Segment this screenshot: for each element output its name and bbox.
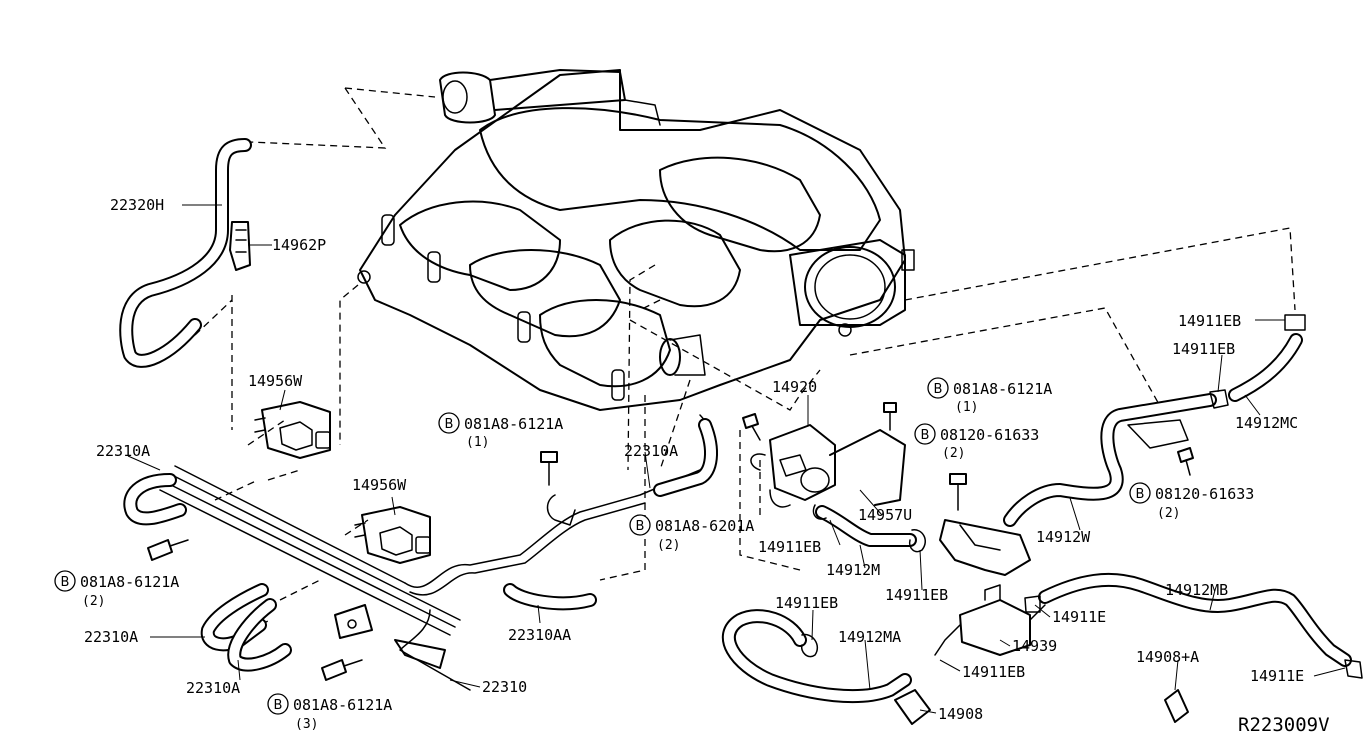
svg-text:081A8-6121A: 081A8-6121A — [80, 573, 179, 591]
bolt-callout-2: B 081A8-6121A (2) — [54, 570, 179, 609]
connector-14962p — [229, 221, 251, 271]
svg-text:B: B — [1136, 487, 1145, 502]
svg-text:B: B — [61, 575, 70, 590]
solenoid-valve-a — [254, 401, 331, 459]
callout-14956w-a: 14956W — [248, 372, 303, 390]
svg-text:08120-61633: 08120-61633 — [940, 426, 1039, 444]
hose-14912mc — [1209, 314, 1306, 409]
clip-14908a — [1164, 689, 1189, 723]
bolt-icons — [147, 402, 1194, 681]
callout-22310aa: 22310AA — [508, 626, 571, 644]
callout-14956w-b: 14956W — [352, 476, 407, 494]
svg-text:081A8-6121A: 081A8-6121A — [293, 696, 392, 714]
callout-14957u: 14957U — [858, 506, 912, 524]
svg-text:(2): (2) — [1157, 506, 1180, 521]
callout-14911eb-a: 14911EB — [758, 538, 821, 556]
svg-text:B: B — [921, 428, 930, 443]
callout-14911e-b: 14911E — [1250, 667, 1304, 685]
callout-22310a-c: 22310A — [186, 679, 240, 697]
bolt-callout-4: B 081A8-6201A (2) — [629, 514, 754, 553]
svg-text:(1): (1) — [955, 400, 978, 415]
bolt-callout-6: B 08120-61633 (2) — [914, 423, 1039, 461]
svg-text:08120-61633: 08120-61633 — [1155, 485, 1254, 503]
purge-valve-14920 — [750, 424, 906, 508]
hose-14912m — [815, 505, 917, 547]
solenoid-valve-b — [354, 506, 431, 564]
bolt-callout-7: B 08120-61633 (2) — [1129, 482, 1254, 521]
svg-text:081A8-6201A: 081A8-6201A — [655, 517, 754, 535]
callout-22310a-b: 22310A — [84, 628, 138, 646]
clamp-14911eb-a — [812, 504, 827, 520]
svg-text:081A8-6121A: 081A8-6121A — [464, 415, 563, 433]
svg-text:(2): (2) — [942, 446, 965, 461]
bolt-callout-5: B 081A8-6121A (1) — [927, 377, 1052, 415]
hose-22320h — [119, 138, 252, 368]
hose-22310a-lower — [200, 583, 292, 672]
svg-text:B: B — [934, 382, 943, 397]
callout-14912m: 14912M — [826, 561, 880, 579]
callout-14911eb-d: 14911EB — [962, 663, 1025, 681]
callout-14911eb-c: 14911EB — [775, 594, 838, 612]
callout-14912w: 14912W — [1036, 528, 1091, 546]
bolt-callout-3: B 081A8-6121A (3) — [267, 693, 392, 732]
callout-14911eb-f: 14911EB — [1172, 340, 1235, 358]
callout-labels: 22320H 14962P 14956W 22310A 14956W 22310… — [84, 196, 1304, 723]
diagram-code: R223009V — [1238, 714, 1330, 736]
hose-22310a-right — [653, 418, 718, 497]
svg-text:(2): (2) — [657, 538, 680, 553]
callout-14920: 14920 — [772, 378, 817, 396]
callout-14962p: 14962P — [272, 236, 326, 254]
callout-14911eb-e: 14911EB — [1178, 312, 1241, 330]
hose-22310aa — [503, 583, 597, 611]
callout-14911e-a: 14911E — [1052, 608, 1106, 626]
bolt-callout-1: B 081A8-6121A (1) — [438, 412, 563, 450]
callout-14911eb-b: 14911EB — [885, 586, 948, 604]
svg-text:081A8-6121A: 081A8-6121A — [953, 380, 1052, 398]
callout-14912mb: 14912MB — [1165, 581, 1228, 599]
hose-14912w — [1003, 393, 1217, 527]
clip-14908 — [894, 689, 931, 725]
callout-14908a: 14908+A — [1136, 648, 1199, 666]
callout-14912ma: 14912MA — [838, 628, 901, 646]
hose-14912ma — [721, 609, 912, 704]
callout-22310: 22310 — [482, 678, 527, 696]
hose-14912mb — [1024, 572, 1363, 679]
svg-text:(1): (1) — [466, 435, 489, 450]
callout-22310a-a: 22310A — [96, 442, 150, 460]
svg-text:B: B — [636, 519, 645, 534]
svg-text:(3): (3) — [295, 717, 318, 732]
callout-14912mc: 14912MC — [1235, 414, 1298, 432]
dashed-references-top — [194, 87, 1296, 636]
callout-14939: 14939 — [1012, 637, 1057, 655]
valve-14939 — [934, 584, 1046, 656]
callout-14908: 14908 — [938, 705, 983, 723]
svg-text:B: B — [445, 417, 454, 432]
leader-lines — [127, 204, 1346, 714]
callout-22310a-d: 22310A — [624, 442, 678, 460]
svg-text:(2): (2) — [82, 594, 105, 609]
hose-22310a-left — [123, 473, 187, 526]
bracket-14912w — [939, 519, 1031, 576]
intake-manifold — [357, 69, 915, 411]
svg-text:B: B — [274, 698, 283, 713]
clamp-14957u — [908, 529, 926, 553]
callout-22320h: 22320H — [110, 196, 164, 214]
